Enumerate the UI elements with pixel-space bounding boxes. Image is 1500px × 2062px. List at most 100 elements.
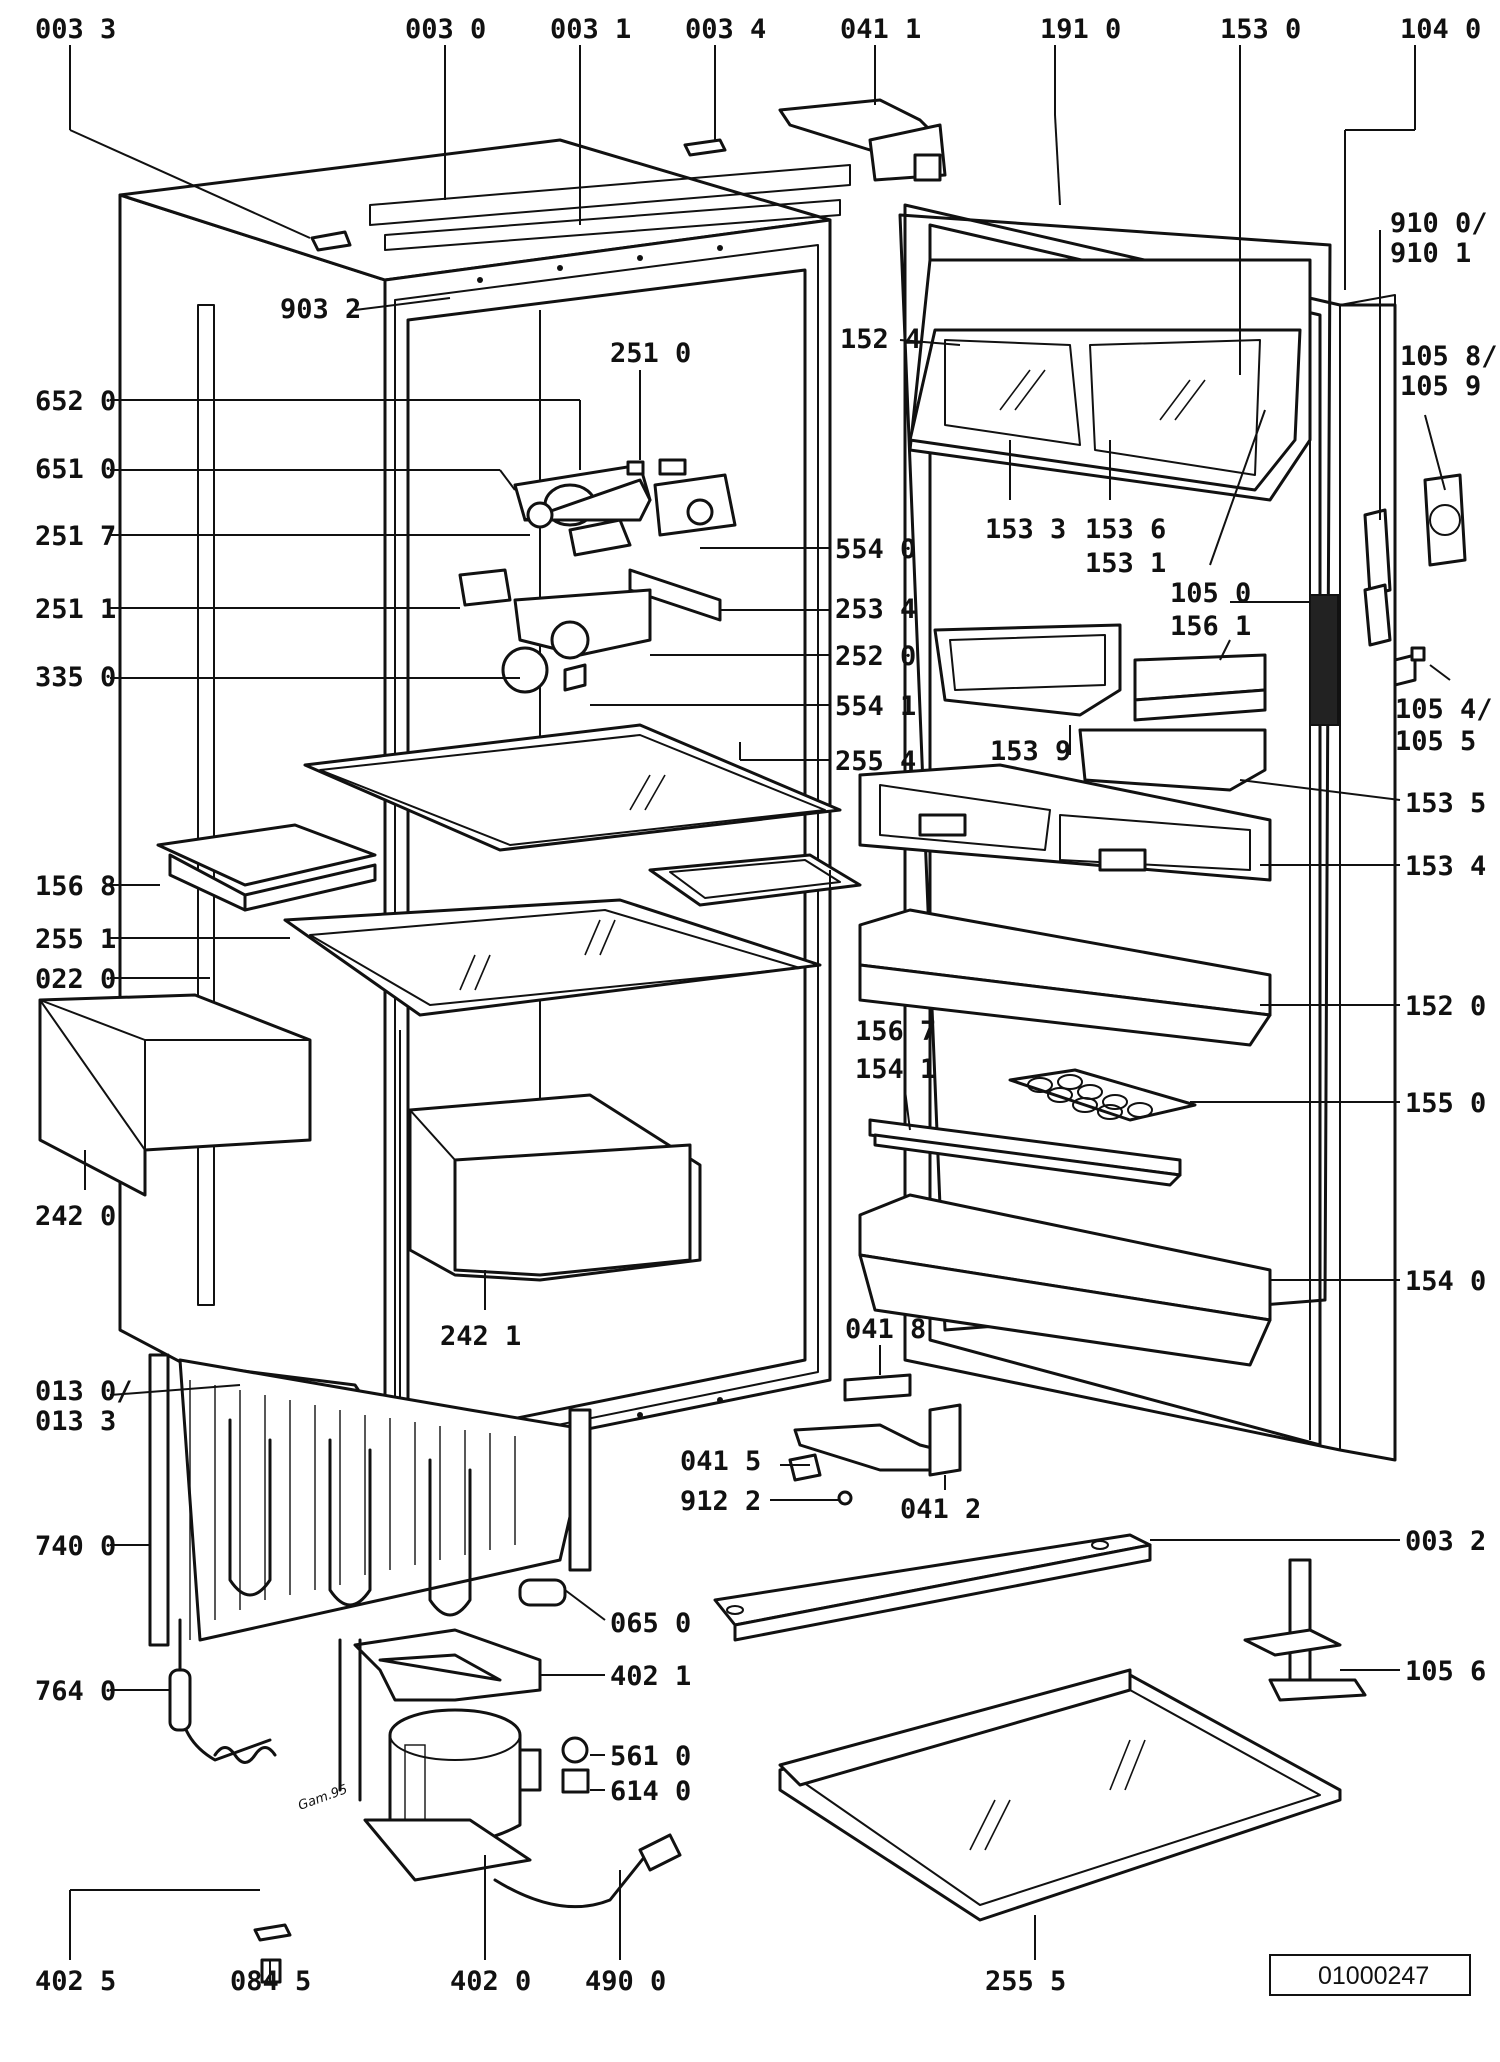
- callout: 156 1: [1170, 611, 1251, 642]
- callout: 153 9: [990, 736, 1071, 767]
- compressor-support: [353, 1628, 542, 1702]
- leader-lines: [69, 45, 1451, 1985]
- callout: 251 7: [35, 521, 116, 552]
- callout: 912 2: [680, 1486, 761, 1517]
- callout: 155 0: [1405, 1088, 1486, 1119]
- capillary-tube: [168, 1618, 362, 1802]
- callout: 242 1: [440, 1321, 521, 1352]
- callout: 614 0: [610, 1776, 691, 1807]
- callout: 013 3: [35, 1406, 116, 1437]
- thermostat-housing: [458, 458, 737, 694]
- callout: 652 0: [35, 386, 116, 417]
- lower-glass-shelf: [283, 898, 822, 1017]
- callout: 153 6: [1085, 514, 1166, 545]
- callout: 022 0: [35, 964, 116, 995]
- document-code: 01000247: [1318, 1962, 1429, 1990]
- callout: 105 4/: [1395, 694, 1493, 725]
- bottom-hinge: [788, 1373, 962, 1506]
- callout: 003 2: [1405, 1526, 1486, 1557]
- callout: 242 0: [35, 1201, 116, 1232]
- callout: 152 4: [840, 324, 921, 355]
- callout: 041 1: [840, 14, 921, 45]
- callout: 490 0: [585, 1966, 666, 1997]
- callout: 003 4: [685, 14, 766, 45]
- hinge-pin: [1393, 646, 1426, 687]
- small-tray: [156, 823, 377, 912]
- callout: 561 0: [610, 1741, 691, 1772]
- callout: 253 4: [835, 594, 916, 625]
- callout: 251 0: [610, 338, 691, 369]
- callout: 154 1: [855, 1054, 936, 1085]
- callout: 041 5: [680, 1446, 761, 1477]
- crisper-drawer-left: [38, 993, 312, 1197]
- callout: 153 0: [1220, 14, 1301, 45]
- filter-drier: [518, 1578, 567, 1607]
- callout: 252 0: [835, 641, 916, 672]
- callout: 003 3: [35, 14, 116, 45]
- hinge-cover-small: [683, 138, 727, 157]
- document-code-box: 01000247: [1269, 1954, 1471, 1996]
- crisper-drawer-right: [408, 1093, 702, 1282]
- callout: 154 0: [1405, 1266, 1486, 1297]
- callout: 255 4: [835, 746, 916, 777]
- callout: 554 1: [835, 691, 916, 722]
- callout: 402 5: [35, 1966, 116, 1997]
- callout: 152 0: [1405, 991, 1486, 1022]
- condenser: [148, 1353, 592, 1647]
- egg-tray: [1008, 1068, 1197, 1122]
- callout: 910 0/: [1390, 208, 1488, 239]
- callout: 065 0: [610, 1608, 691, 1639]
- callout: 251 1: [35, 594, 116, 625]
- callout: 156 8: [35, 871, 116, 902]
- callout: 764 0: [35, 1676, 116, 1707]
- top-hinge: [778, 98, 947, 182]
- bottom-glass-shelf: [778, 1668, 1342, 1922]
- callout: 105 8/: [1400, 341, 1498, 372]
- callout: 153 1: [1085, 548, 1166, 579]
- door-hinge-bracket: [1423, 473, 1467, 567]
- callout: 105 9: [1400, 371, 1481, 402]
- callout: 105 0: [1170, 578, 1251, 609]
- callout: 013 0/: [35, 1376, 133, 1407]
- egg-box: [1133, 653, 1267, 722]
- kick-plate: [713, 1533, 1152, 1642]
- callout: 003 0: [405, 14, 486, 45]
- handwritten-note: Gam.95: [296, 1782, 349, 1814]
- compressor: [363, 1708, 542, 1882]
- top-cap: [310, 230, 352, 252]
- callout: 903 2: [280, 294, 361, 325]
- power-cord: [493, 1833, 682, 1909]
- callout: 910 1: [1390, 238, 1471, 269]
- callout: 740 0: [35, 1531, 116, 1562]
- small-bin: [1078, 728, 1267, 792]
- callout: 153 3: [985, 514, 1066, 545]
- door-shelf-lower: [858, 1193, 1272, 1367]
- door-shelf-middle: [858, 908, 1272, 1047]
- callout: 153 4: [1405, 851, 1486, 882]
- callout: 105 6: [1405, 1656, 1486, 1687]
- callout: 554 0: [835, 534, 916, 565]
- callout: 255 1: [35, 924, 116, 955]
- callout: 105 5: [1395, 726, 1476, 757]
- mounting-bracket: [1243, 1558, 1367, 1702]
- callout: 041 8: [845, 1314, 926, 1345]
- callout: 153 5: [1405, 788, 1486, 819]
- relay-parts: [561, 1736, 590, 1794]
- callout: 003 1: [550, 14, 631, 45]
- callout: 156 7: [855, 1016, 936, 1047]
- upper-glass-shelf: [303, 723, 842, 852]
- butter-box: [933, 623, 1122, 717]
- callout: 041 2: [900, 1494, 981, 1525]
- callout: 402 0: [450, 1966, 531, 1997]
- callout: 651 0: [35, 454, 116, 485]
- callout-labels: 003 3 003 0 003 1 003 4 041 1 191 0 153 …: [35, 14, 1498, 1997]
- crisper-cover: [648, 853, 862, 907]
- callout: 191 0: [1040, 14, 1121, 45]
- callout: 402 1: [610, 1661, 691, 1692]
- callout: 255 5: [985, 1966, 1066, 1997]
- door-shelf-upper: [858, 763, 1272, 882]
- callout: 335 0: [35, 662, 116, 693]
- callout: 084 5: [230, 1966, 311, 1997]
- callout: 104 0: [1400, 14, 1481, 45]
